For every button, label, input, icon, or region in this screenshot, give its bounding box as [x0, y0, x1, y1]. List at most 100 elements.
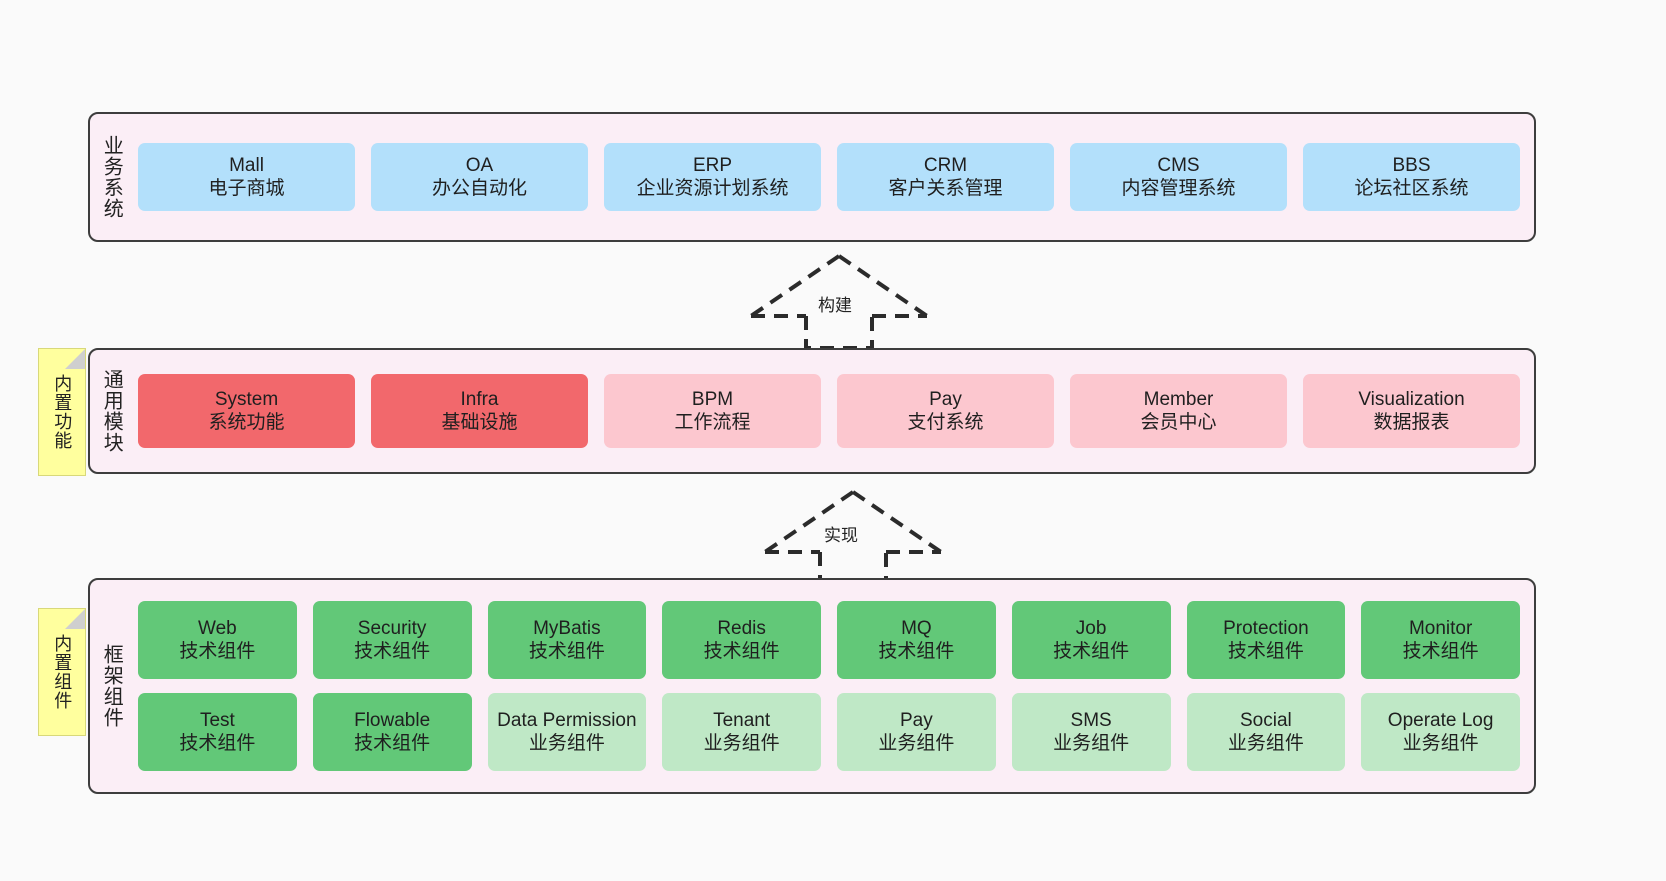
component-card-title: CMS [1157, 154, 1200, 176]
component-card-title: ERP [692, 154, 733, 176]
note-builtin-features: 内置功能 [38, 348, 86, 476]
component-card-subtitle: 基础设施 [441, 412, 518, 433]
component-card-subtitle: 技术组件 [179, 733, 256, 754]
component-card-title: MQ [901, 617, 932, 639]
component-card-title: Protection [1223, 617, 1309, 639]
component-card-subtitle: 内容管理系统 [1121, 178, 1236, 199]
component-card-title: Member [1143, 388, 1214, 410]
component-card-title: Redis [717, 617, 766, 639]
component-card-subtitle: 会员中心 [1140, 412, 1217, 433]
component-card-subtitle: 电子商城 [208, 178, 285, 199]
component-card-title: Tenant [713, 709, 771, 731]
component-card-title: Infra [460, 388, 499, 410]
component-card-subtitle: 技术组件 [528, 641, 605, 662]
component-card-subtitle: 业务组件 [703, 733, 780, 754]
component-card-title: Mall [229, 154, 264, 176]
component-card-title: Web [198, 617, 237, 639]
note-builtin-components: 内置组件 [38, 608, 86, 736]
component-card-subtitle: 业务组件 [878, 733, 955, 754]
component-card-title: Operate Log [1387, 709, 1494, 731]
component-card-title: Social [1240, 709, 1292, 731]
layer-label-business-systems: 业务系统 [100, 135, 123, 219]
component-card-title: MyBatis [533, 617, 601, 639]
component-card-title: SMS [1070, 709, 1112, 731]
component-card-subtitle: 技术组件 [354, 733, 431, 754]
component-card-subtitle: 业务组件 [1402, 733, 1479, 754]
component-card-title: Test [199, 709, 235, 731]
component-card-title: BPM [691, 388, 734, 410]
component-card-title: Pay [900, 709, 933, 731]
component-card-subtitle: 系统功能 [208, 412, 285, 433]
component-card-subtitle: 技术组件 [703, 641, 780, 662]
layer-label-framework-components: 框架组件 [100, 644, 123, 728]
connector-build-arrow [749, 254, 929, 350]
component-card-title: Monitor [1408, 617, 1473, 639]
layer-label-common-modules: 通用模块 [100, 369, 123, 453]
connector-implement-arrow [763, 490, 943, 586]
component-card-title: Job [1075, 617, 1107, 639]
component-card-subtitle: 数据报表 [1373, 412, 1450, 433]
component-card-subtitle: 论坛社区系统 [1354, 178, 1469, 199]
component-card-subtitle: 技术组件 [179, 641, 256, 662]
component-card-title: System [214, 388, 279, 410]
component-card-title: BBS [1392, 154, 1431, 176]
component-card-subtitle: 客户关系管理 [888, 178, 1003, 199]
component-card-title: Pay [929, 388, 962, 410]
component-card-title: Data Permission [497, 709, 637, 731]
component-card-title: OA [465, 154, 494, 176]
component-card-title: CRM [923, 154, 968, 176]
component-card-title: Visualization [1358, 388, 1465, 410]
component-card-subtitle: 技术组件 [1227, 641, 1304, 662]
component-card-subtitle: 工作流程 [674, 412, 751, 433]
component-card-title: Flowable [354, 709, 431, 731]
component-card-subtitle: 办公自动化 [431, 178, 527, 199]
component-card-subtitle: 技术组件 [354, 641, 431, 662]
component-card-subtitle: 支付系统 [907, 412, 984, 433]
component-card-subtitle: 业务组件 [1227, 733, 1304, 754]
component-card-subtitle: 技术组件 [1053, 641, 1130, 662]
component-card-subtitle: 技术组件 [878, 641, 955, 662]
connector-build-label: 构建 [818, 296, 852, 315]
component-card-subtitle: 业务组件 [528, 733, 605, 754]
connector-implement-label: 实现 [824, 526, 858, 545]
component-card-subtitle: 企业资源计划系统 [636, 178, 789, 199]
